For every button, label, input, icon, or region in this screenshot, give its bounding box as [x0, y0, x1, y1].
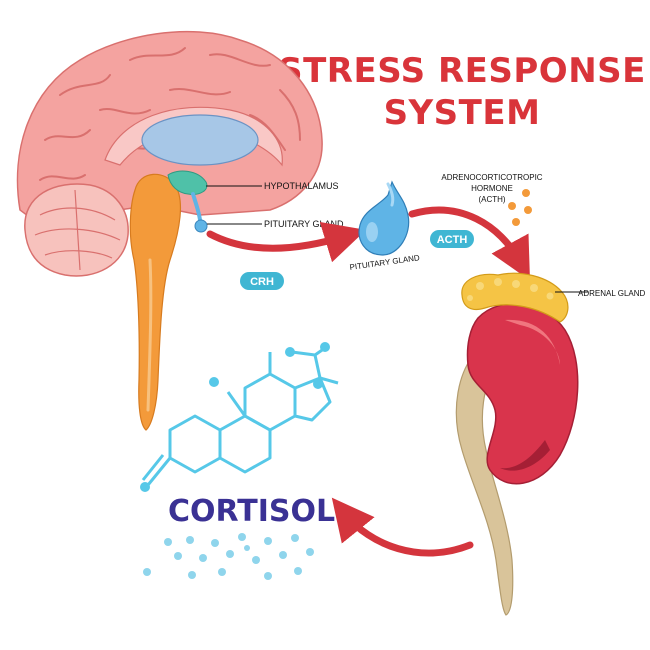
- brainstem: [129, 173, 181, 431]
- cortisol-arrow: [331, 497, 474, 557]
- kidney-shade: [500, 440, 550, 471]
- ventricle: [141, 114, 259, 166]
- cortisol-label: CORTISOL: [168, 494, 335, 529]
- adrenal-gland-label: ADRENAL GLAND: [578, 289, 646, 298]
- cortisol-molecule-atoms: [140, 342, 330, 492]
- pituitary-region: [194, 219, 208, 233]
- cerebellum: [24, 183, 129, 277]
- acth-badge-text: ACTH: [437, 234, 468, 246]
- acth-arrow: [408, 206, 530, 281]
- crh-badge: CRH: [240, 272, 284, 290]
- hypothalamus-label: HYPOTHALAMUS: [264, 181, 339, 191]
- crh-arrow: [206, 222, 367, 263]
- title-line-2: SYSTEM: [384, 93, 541, 133]
- pituitary-stalk: [191, 192, 202, 222]
- cortisol-particles: [143, 533, 314, 580]
- brain-illustration: [16, 30, 323, 431]
- spinal-cord-highlight: [146, 258, 153, 412]
- ureter: [455, 349, 514, 616]
- acth-badge: ACTH: [430, 230, 474, 248]
- crh-badge-text: CRH: [250, 276, 274, 288]
- cerebellum-folds: [34, 189, 121, 271]
- adrenal-gland: [461, 272, 569, 323]
- acth-label-line-3: (ACTH): [478, 195, 505, 204]
- kidney-highlight: [505, 319, 560, 365]
- kidney: [466, 302, 579, 485]
- acth-label-line-2: HORMONE: [471, 184, 513, 193]
- pituitary-gland-detail: [358, 180, 410, 256]
- cortisol-molecule: [141, 346, 339, 486]
- hypothalamus-region: [167, 170, 208, 195]
- title-line-1: STRESS RESPONSE: [278, 51, 646, 91]
- pituitary-gland-label: PITUITARY GLAND: [264, 219, 344, 229]
- pituitary-gland-detail-label: PITUITARY GLAND: [349, 253, 420, 272]
- acth-hormone-dots: [508, 189, 532, 226]
- kidney-illustration: [455, 272, 579, 616]
- cerebrum-folds: [39, 47, 301, 181]
- acth-label-line-1: ADRENOCORTICOTROPIC: [441, 173, 542, 182]
